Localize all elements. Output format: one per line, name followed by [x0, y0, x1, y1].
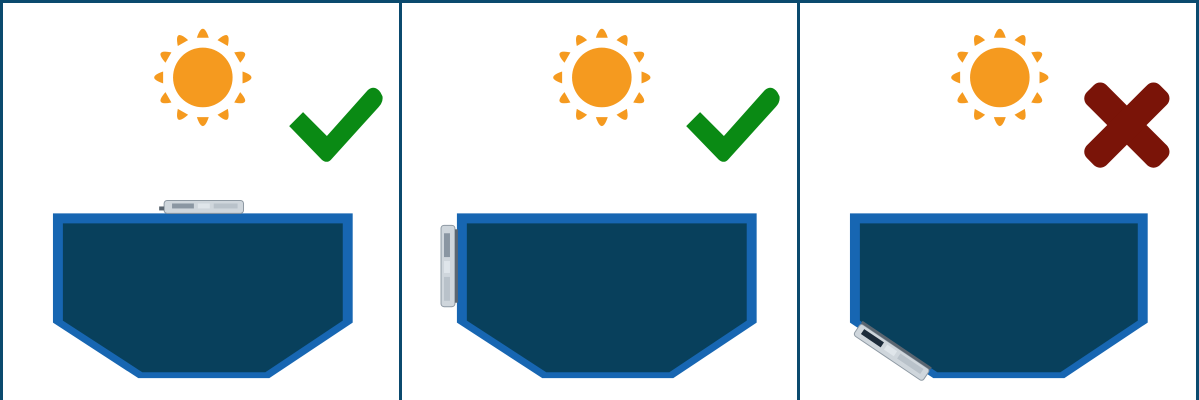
panel-svg — [3, 3, 399, 400]
panel-sensor-bottom — [797, 3, 1196, 400]
checkmark-icon — [289, 88, 382, 162]
panel-sensor-side — [399, 3, 798, 400]
panel-sensor-top — [3, 3, 399, 400]
checkmark-icon — [686, 88, 779, 162]
cross-icon — [1054, 52, 1196, 198]
sun-icon — [553, 29, 650, 126]
sensor-device — [441, 225, 458, 306]
pool — [457, 213, 757, 378]
sun-icon — [154, 29, 251, 126]
panel-svg — [402, 3, 798, 400]
sensor-device — [159, 201, 243, 214]
sun-icon — [952, 29, 1049, 126]
pool — [53, 213, 353, 378]
panel-svg — [800, 3, 1196, 400]
